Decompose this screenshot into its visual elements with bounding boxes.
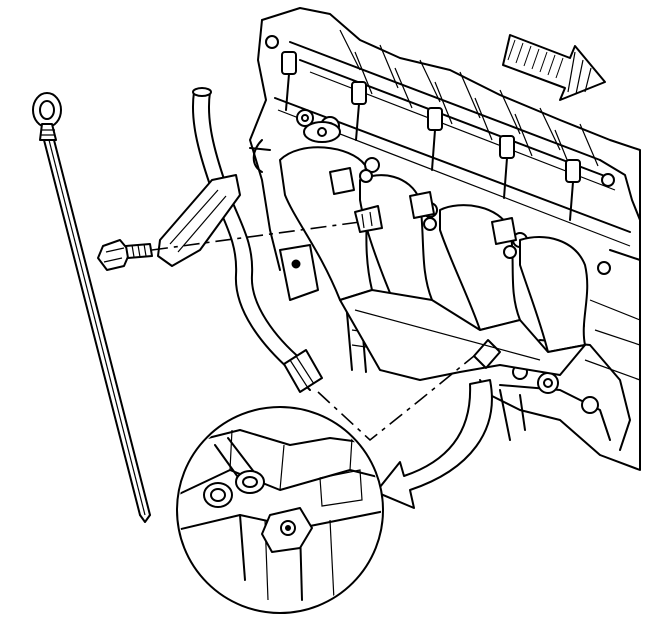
tube-bracket xyxy=(157,174,241,267)
front-direction-arrow xyxy=(502,34,606,101)
bolt-leader-line xyxy=(151,221,361,251)
bracket-bolt xyxy=(97,239,153,271)
dipstick-tube xyxy=(191,87,323,393)
exhaust-manifold xyxy=(279,121,589,381)
oil-dipstick xyxy=(32,92,151,523)
detail-marker xyxy=(473,339,501,369)
magnified-detail-view xyxy=(176,406,384,614)
tube-leader-line xyxy=(317,355,475,442)
curved-callout-arrow xyxy=(375,379,493,509)
